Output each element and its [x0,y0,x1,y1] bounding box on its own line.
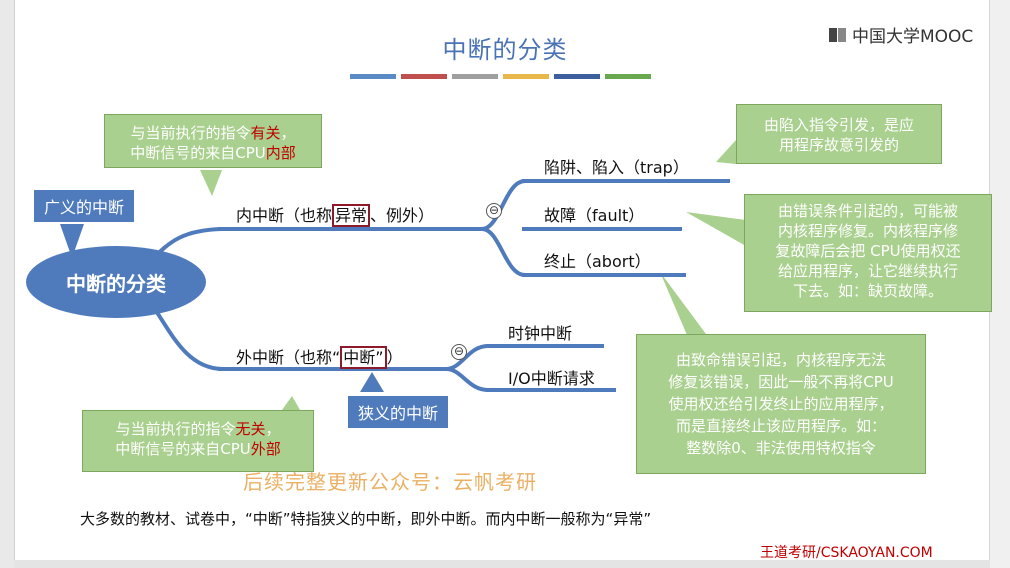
abort-note-line: 整数除0、非法使用特权指令 [686,439,876,457]
fault-note-line: 下去。如：缺页故障。 [792,282,943,300]
internal-note-callout: 与当前执行的指令有关， 中断信号的来自CPU内部 [104,114,322,168]
mooc-logo-icon [829,27,846,42]
callout-pointer-external [282,396,300,410]
trap-note-callout: 由陷入指令引发，是应 用程序故意引发的 [736,104,942,164]
internal-label-pre: 内中断（也称 [236,206,333,225]
color-segment [401,74,447,79]
fault-branch-line [522,227,682,231]
narrow-interrupt-tag: 狭义的中断 [348,396,449,428]
fault-note-callout: 由错误条件引起的，可能被 内核程序修复。内核程序修 复故障后会把 CPU使用权还… [744,194,992,312]
color-segment [452,74,498,79]
title-color-bar [350,74,651,79]
callout-pointer-internal [200,170,222,196]
external-interrupt-label: 外中断（也称“中断”） [236,344,403,369]
fault-note-line: 复故障后会把 CPU使用权还 [775,242,961,260]
io-branch-line [486,388,616,392]
connector-internal-trap [481,179,526,231]
mooc-logo: 中国大学MOOC [828,22,973,47]
trap-note-line: 由陷入指令引发，是应 [763,116,914,134]
fault-note-line: 给应用程序，让它继续执行 [777,262,958,280]
internal-branch-line [218,227,484,231]
internal-note-line2: 中断信号的来自CPU内部 [130,144,296,162]
slide-title: 中断的分类 [442,36,568,64]
center-node: 中断的分类 [26,246,206,318]
abort-note-line: 使用权还给引发终止的应用程序， [668,395,894,413]
clock-branch-line [486,344,604,348]
internal-interrupt-label: 内中断（也称异常、例外） [236,202,435,227]
abort-note-line: 由致命错误引起，内核程序无法 [675,351,886,369]
callout-pointer-narrow [360,372,384,392]
abort-note-line: 修复该错误，因此一般不再将CPU [668,373,894,391]
callout-pointer-broad [60,224,84,258]
external-note-callout: 与当前执行的指令无关， 中断信号的来自CPU外部 [82,410,314,472]
clock-interrupt-label: 时钟中断 [508,324,573,343]
callout-pointer-abort [660,272,706,342]
footer-site: 王道考研/CSKAOYAN.COM [760,545,933,561]
logo-text: 中国大学MOOC [852,27,974,47]
external-note-line1: 与当前执行的指令无关， [115,420,281,438]
color-segment [605,74,651,79]
watermark-text: 后续完整更新公众号：云帆考研 [243,470,537,494]
external-collapse-icon[interactable]: ⊖ [451,344,467,360]
trap-branch-line [522,179,730,183]
abort-label: 终止（abort） [544,252,651,271]
external-note-line2: 中断信号的来自CPU外部 [115,440,281,458]
external-label-post: ） [386,348,403,367]
color-segment [503,74,549,79]
callout-pointer-fault [686,212,746,246]
connector-internal-abort [481,227,526,277]
color-segment [554,74,600,79]
color-segment [350,74,396,79]
trap-label: 陷阱、陷入（trap） [544,158,689,177]
io-interrupt-label: I/O中断请求 [508,369,595,388]
callout-pointer-trap [716,140,736,164]
internal-label-highlight: 异常 [332,204,371,227]
fault-label: 故障（fault） [544,206,645,225]
internal-label-post: 、例外） [370,206,435,225]
broad-interrupt-tag: 广义的中断 [34,190,135,222]
bottom-strip [14,560,990,568]
internal-collapse-icon[interactable]: ⊖ [486,203,502,219]
window-frame-left [0,0,15,568]
external-label-pre: 外中断（也称“ [236,348,341,367]
abort-branch-line [522,273,686,277]
connector-external-io [445,367,489,392]
abort-note-line: 而是直接终止该应用程序。如： [675,417,886,435]
bottom-note: 大多数的教材、试卷中，“中断”特指狭义的中断，即外中断。而内中断一般称为“异常” [80,510,652,528]
internal-note-line1: 与当前执行的指令有关， [130,124,296,142]
external-label-highlight: 中断” [340,346,387,369]
trap-note-line: 用程序故意引发的 [778,136,899,154]
fault-note-line: 由错误条件引起的，可能被 [777,202,958,220]
abort-note-callout: 由致命错误引起，内核程序无法 修复该错误，因此一般不再将CPU 使用权还给引发终… [636,334,926,474]
fault-note-line: 内核程序修复。内核程序修 [777,222,958,240]
external-branch-line [218,367,448,371]
